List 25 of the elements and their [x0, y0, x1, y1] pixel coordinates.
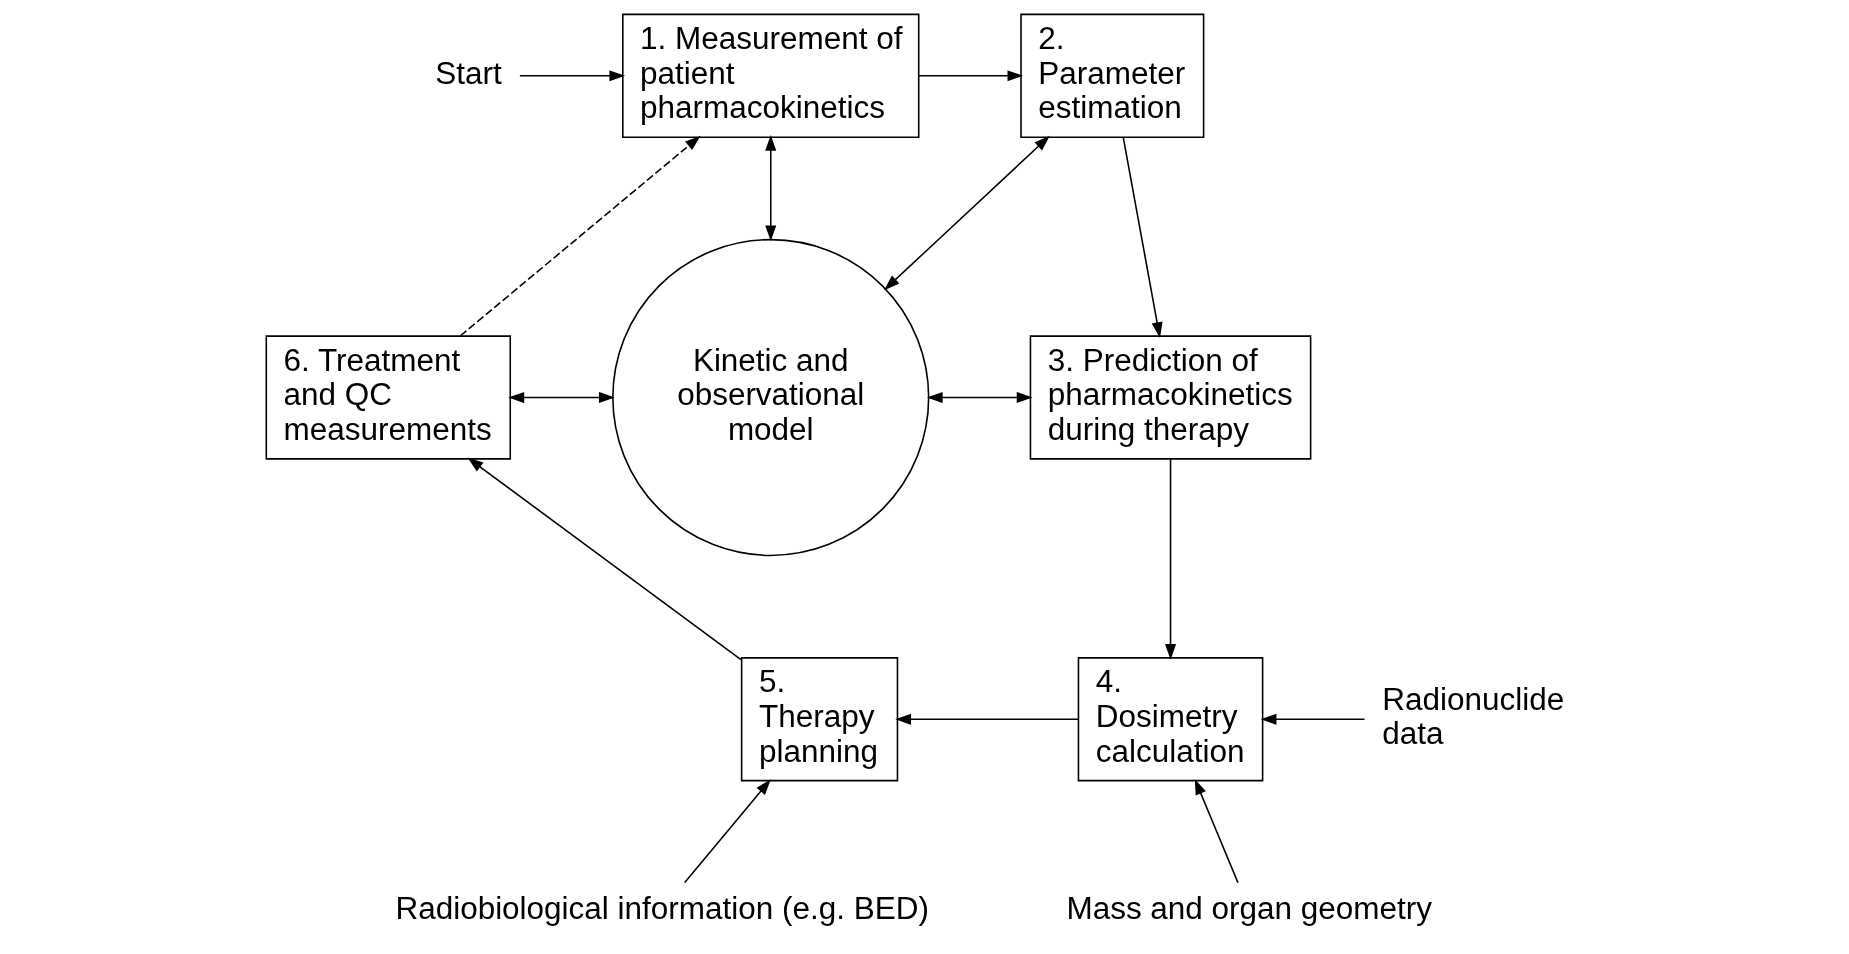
arrow — [1121, 136, 1163, 339]
arrow — [507, 392, 615, 404]
arrow — [926, 392, 1032, 404]
node-text: Start — [434, 55, 502, 91]
arrow — [917, 70, 1023, 82]
node-box: 5. Therapy planning — [740, 657, 898, 782]
node-text: Radionuclide data — [1381, 681, 1564, 752]
node-text: Radiobiological information (e.g. BED) — [394, 891, 929, 927]
arrow — [1194, 778, 1239, 884]
node-box: 2. Parameter estimation — [1019, 13, 1204, 138]
arrow — [894, 713, 1079, 725]
arrow — [764, 134, 776, 242]
arrow — [518, 70, 625, 82]
arrow — [883, 135, 1050, 291]
arrow — [1164, 458, 1176, 660]
node-box: 3. Prediction of pharmacokinetics during therapy — [1029, 335, 1311, 460]
node-circle: Kinetic and observational model — [611, 238, 929, 557]
node-box: 6. Treatment and QC measurements — [265, 335, 511, 460]
arrow — [459, 135, 701, 337]
arrow — [467, 457, 742, 661]
node-text: Mass and organ geometry — [1065, 891, 1432, 927]
arrow — [683, 779, 771, 884]
arrow — [1260, 713, 1365, 725]
node-box: 4. Dosimetry calculation — [1077, 657, 1263, 782]
node-box: 1. Measurement of patient pharmacokinetics — [621, 13, 919, 138]
